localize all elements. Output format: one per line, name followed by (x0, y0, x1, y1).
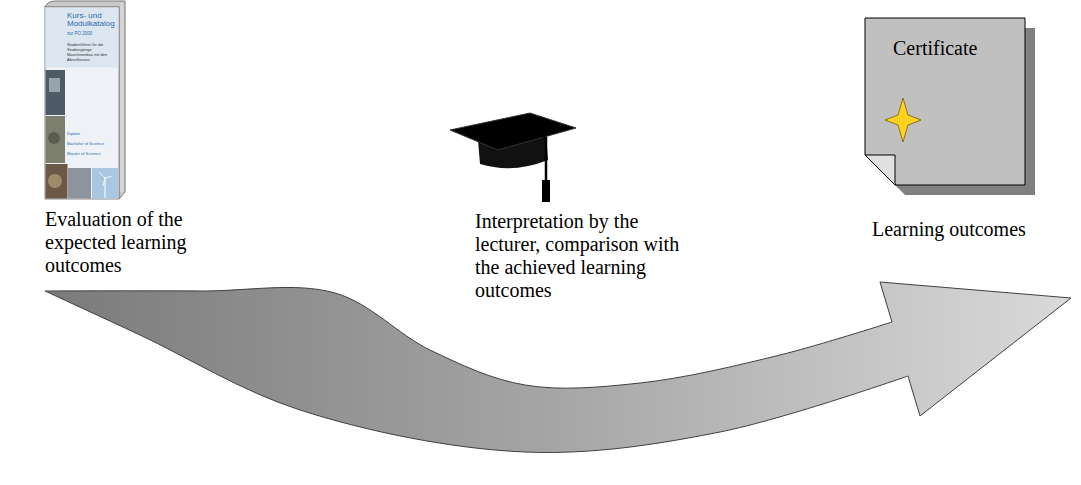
cover-subtitle-wrap: zur PO 2000 (67, 31, 117, 36)
degree-label-wrap: Bachelor of Science (67, 141, 117, 146)
graduation-cap: Interpretation by the lecturer, comparis… (448, 108, 683, 314)
degree-label: Master of Science (67, 151, 117, 156)
certificate-title-wrap: Certificate (893, 37, 1021, 60)
cover-band (46, 8, 119, 68)
cap-tassel (528, 128, 546, 188)
step-caption-wrap: Interpretation by the lecturer, comparis… (475, 210, 681, 302)
certificate-sheet: CertificateLearning outcomes (860, 15, 1075, 298)
cover-photo (68, 168, 91, 199)
step-caption-wrap: Evaluation of the expected learning outc… (45, 208, 223, 277)
photo-detail (49, 78, 60, 92)
book-shape (42, 0, 132, 202)
cover-photo (46, 164, 68, 199)
tassel-end (542, 180, 550, 202)
wind-turbine (99, 172, 105, 178)
cover-title: Kurs- und Modulkatalog (67, 12, 117, 29)
book-cover (45, 7, 119, 199)
degree-label-wrap: Diplom (67, 131, 117, 136)
photo-detail (48, 174, 62, 188)
star-symbol (885, 98, 921, 142)
certificate-title: Certificate (893, 37, 1021, 60)
page-edges (45, 1, 125, 199)
page-line (121, 3, 122, 192)
cover-title-wrap: Kurs- und Modulkatalog (67, 12, 117, 29)
step-caption: Interpretation by the lecturer, comparis… (475, 210, 681, 302)
wind-turbine (103, 178, 105, 186)
wind-turbine (105, 176, 112, 178)
certificate-sheet-outline (865, 18, 1025, 185)
degree-label: Diplom (67, 131, 117, 136)
folded-corner (865, 155, 895, 185)
step-caption: Learning outcomes (872, 218, 1072, 241)
cover-note: Studienführer für die Studiengänge Masch… (67, 42, 116, 62)
cap-board (450, 113, 576, 150)
cap-shape (448, 108, 588, 208)
cover-note-wrap: Studienführer für die Studiengänge Masch… (67, 42, 116, 62)
step-caption: Evaluation of the expected learning outc… (45, 208, 223, 277)
cover-subtitle: zur PO 2000 (67, 31, 117, 36)
cover-photo (46, 70, 66, 115)
cover-photo (92, 168, 119, 199)
degree-label: Bachelor of Science (67, 141, 117, 146)
degree-label-wrap: Master of Science (67, 151, 117, 156)
page-line (123, 3, 124, 192)
step-caption-wrap: Learning outcomes (872, 218, 1072, 241)
curved-flow-arrow (45, 282, 1071, 452)
cover-photo (46, 116, 66, 163)
catalog-book: Kurs- und Modulkatalog zur PO 2000Studien… (42, 0, 224, 291)
photo-detail (48, 132, 60, 144)
